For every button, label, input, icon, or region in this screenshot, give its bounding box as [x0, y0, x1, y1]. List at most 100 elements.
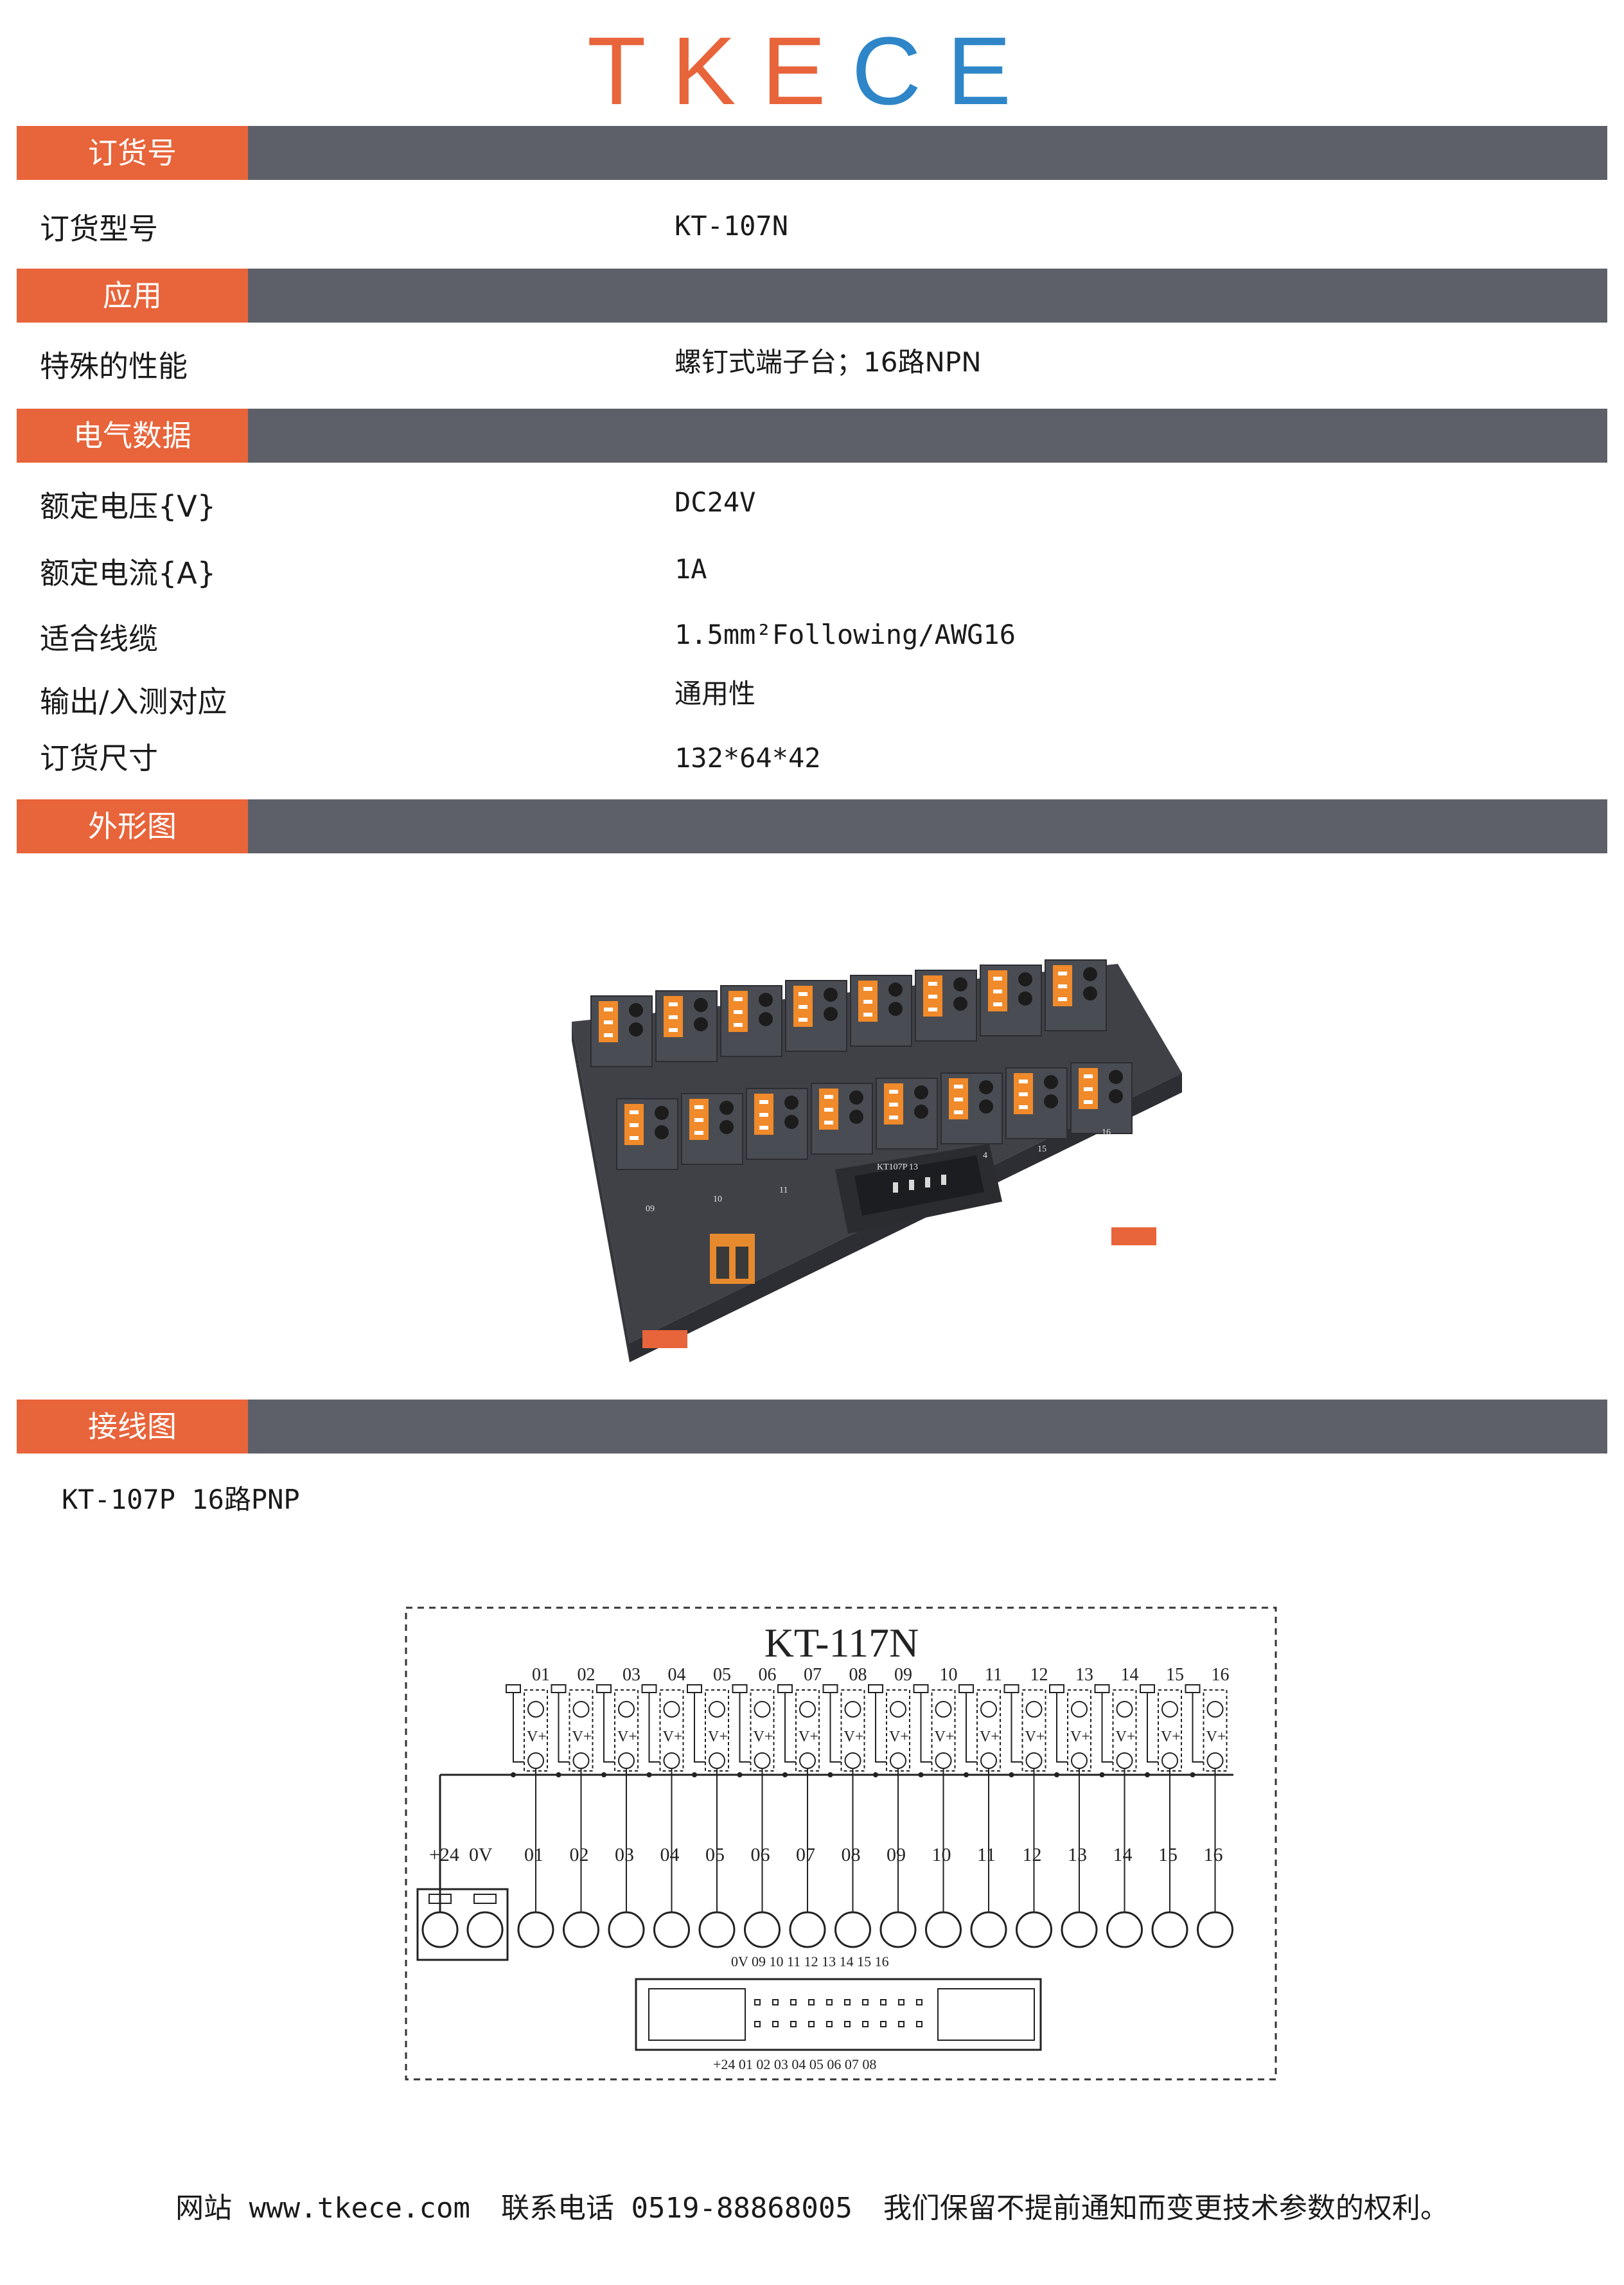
ribbon-connector-slot — [854, 1155, 984, 1216]
channel-node — [1161, 1752, 1178, 1769]
label-16: 16 — [1102, 1128, 1111, 1137]
led-label: V+ — [1161, 1729, 1181, 1745]
power-terminal-box — [416, 1888, 509, 1961]
channel: 10V+10 — [913, 1665, 962, 1948]
channel-top-number: 03 — [622, 1665, 640, 1685]
led-label: V+ — [844, 1729, 864, 1745]
channel-top-number: 01 — [532, 1665, 550, 1685]
channel-top-number: 16 — [1212, 1665, 1230, 1685]
footer-phone: 联系电话 0519-88868005 — [501, 2192, 852, 2225]
connector-label: KT107P — [877, 1162, 908, 1172]
channel-top-number: 13 — [1075, 1665, 1093, 1685]
channel-node — [890, 1752, 906, 1769]
channel-node — [754, 1752, 771, 1769]
idc-pin — [790, 1999, 797, 2005]
idc-pin — [862, 2021, 869, 2027]
terminal-block — [1005, 1067, 1068, 1139]
module-base-side — [572, 1022, 630, 1362]
terminal-number: 05 — [705, 1844, 725, 1865]
channel: 11V+11 — [958, 1665, 1007, 1948]
led-icon — [890, 1701, 906, 1718]
idc-pin — [898, 2021, 905, 2027]
terminal-number: 16 — [1204, 1844, 1223, 1865]
channel-node — [572, 1752, 590, 1769]
section-bar-application: 应用 — [17, 269, 1607, 323]
output-terminal — [1016, 1911, 1052, 1948]
resistor — [913, 1684, 929, 1693]
diagram-model: KT-117N — [764, 1620, 919, 1666]
terminal-block — [616, 1098, 678, 1170]
channel-top-number: 10 — [940, 1665, 958, 1685]
led-label: V+ — [935, 1729, 955, 1745]
output-terminal — [744, 1911, 781, 1948]
terminal-number: 14 — [1113, 1844, 1133, 1865]
logo-letter: K — [671, 17, 762, 125]
terminal-number: 12 — [1023, 1844, 1042, 1865]
resistor — [1094, 1684, 1110, 1693]
resistor — [868, 1684, 883, 1693]
channel: 04V+04 — [641, 1665, 690, 1948]
channel-node — [1071, 1752, 1088, 1769]
label-09: 09 — [646, 1204, 655, 1214]
channel: 08V+08 — [822, 1665, 871, 1948]
led-label: V+ — [572, 1729, 592, 1745]
output-terminal — [608, 1911, 645, 1948]
channel-node — [709, 1752, 725, 1769]
resistor — [596, 1684, 612, 1693]
led-icon — [709, 1701, 725, 1718]
terminal-block — [1070, 1062, 1133, 1134]
resistor — [641, 1684, 657, 1693]
terminal-number: 04 — [660, 1844, 680, 1865]
terminal-block — [720, 985, 782, 1057]
terminal-block — [915, 970, 977, 1042]
section-title-application: 应用 — [17, 269, 248, 323]
led-label: V+ — [617, 1729, 637, 1745]
led-icon — [844, 1701, 861, 1718]
output-terminal — [563, 1911, 599, 1948]
output-terminal — [834, 1911, 871, 1948]
led-icon — [1025, 1701, 1043, 1718]
channel: 15V+15 — [1140, 1665, 1188, 1948]
label-13: 13 — [909, 1162, 918, 1172]
terminal-block — [590, 995, 653, 1067]
rated-current-label: 额定电流{A} — [40, 556, 216, 591]
channel-top-number: 05 — [713, 1665, 731, 1685]
label-15: 15 — [1037, 1144, 1046, 1154]
label-4: 4 — [983, 1151, 987, 1160]
channel: 16V+16 — [1185, 1665, 1233, 1948]
led-label: V+ — [980, 1729, 1000, 1745]
channel: 05V+05 — [687, 1665, 736, 1948]
resistor — [1003, 1684, 1019, 1693]
brand-logo: TKECE — [0, 17, 1624, 125]
terminal-block — [746, 1088, 808, 1160]
led-icon — [618, 1701, 635, 1718]
led-label: V+ — [1116, 1729, 1136, 1745]
resistor — [1185, 1684, 1201, 1693]
section-title-outline: 外形图 — [17, 799, 248, 853]
channel-node — [618, 1752, 635, 1769]
channel-node — [1025, 1752, 1043, 1769]
terminal-block — [980, 965, 1042, 1036]
io-label: 输出/入测对应 — [40, 684, 227, 719]
label-11: 11 — [779, 1186, 788, 1195]
terminal-number: 02 — [570, 1844, 589, 1865]
order-value: KT-107N — [675, 210, 789, 242]
application-value: 螺钉式端子台；16路NPN — [675, 346, 982, 378]
resistor — [777, 1684, 793, 1693]
logo-letter: C — [851, 17, 948, 125]
channel-node — [527, 1752, 544, 1769]
resistor — [1049, 1684, 1064, 1693]
channel-top-number: 07 — [804, 1665, 822, 1685]
led-label: V+ — [754, 1729, 773, 1745]
led-icon — [935, 1701, 952, 1718]
terminal-24v — [421, 1911, 459, 1948]
terminal-block — [876, 1078, 938, 1150]
rated-current-value: 1A — [675, 553, 707, 585]
output-terminal — [698, 1911, 736, 1948]
label-10: 10 — [713, 1195, 722, 1204]
section-bar-order: 订货号 — [17, 126, 1607, 180]
wiring-diagram: KT-117N 01V+0102V+0203V+0304V+0405V+0506… — [405, 1606, 1277, 2081]
terminal-block — [1045, 959, 1107, 1031]
section-title-order: 订货号 — [17, 126, 248, 180]
led-icon — [754, 1701, 771, 1718]
